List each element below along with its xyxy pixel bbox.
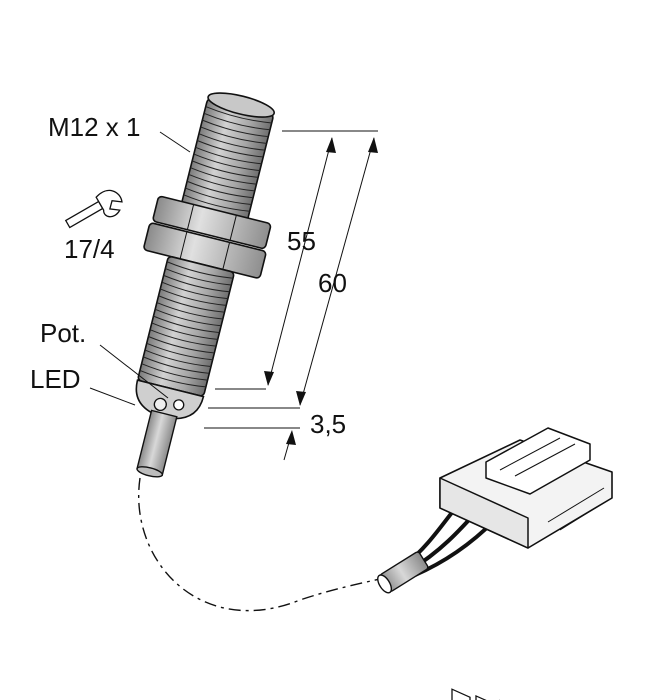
thread-ridge (188, 173, 255, 192)
dimension-lines (204, 130, 378, 461)
thread-ridge (198, 133, 265, 151)
thread-ridge (203, 112, 271, 131)
wrench-icon (64, 189, 123, 229)
thread-ridge (146, 342, 213, 361)
cable-stub (136, 409, 178, 476)
thread-ridge (186, 180, 254, 199)
leader-pot (99, 344, 169, 399)
thread-ridge (144, 349, 212, 368)
thread-ridge (193, 153, 260, 172)
dimension-60-label: 60 (318, 268, 347, 298)
pot-label: Pot. (40, 318, 86, 348)
thread-ridge (205, 106, 272, 124)
connector-plug (377, 427, 613, 700)
thread-ridge (200, 126, 267, 144)
thread-ridge (190, 167, 257, 185)
thread-ridge (160, 288, 227, 306)
threads-upper (181, 106, 272, 219)
thread-ridge (139, 369, 206, 388)
thread-ridge (151, 322, 218, 340)
thread-ridge (185, 187, 252, 205)
cable-dashed (138, 477, 396, 612)
hex-nut-upper (152, 195, 272, 250)
thread-ridge (165, 268, 232, 286)
thread-ridge (197, 140, 264, 158)
thread-ridge (158, 295, 225, 313)
thread-ridge (195, 146, 262, 165)
thread-ridge (149, 329, 217, 347)
thread-ridge (154, 308, 222, 327)
thread-ridge (161, 281, 228, 300)
potentiometer-dot (173, 399, 185, 411)
thread-label: M12 x 1 (48, 112, 141, 142)
thread-ridge (153, 315, 220, 334)
leader-led (89, 387, 136, 406)
wrench-size-label: 17/4 (64, 234, 115, 264)
thread-ridge (156, 302, 223, 320)
led-dot (153, 397, 167, 412)
dimension-3-5-label: 3,5 (310, 409, 346, 439)
thread-ridge (202, 119, 269, 138)
thread-ridge (183, 194, 250, 212)
leader-thread (159, 131, 191, 153)
thread-ridge (191, 160, 259, 178)
thread-ridge (166, 261, 234, 279)
threads-lower (139, 261, 234, 388)
sensor-body (135, 92, 275, 478)
led-label: LED (30, 364, 81, 394)
thread-ridge (143, 356, 210, 374)
dimension-55-label: 55 (287, 226, 316, 256)
thread-ridge (163, 274, 230, 293)
thread-ridge (148, 336, 215, 354)
thread-ridge (141, 363, 208, 381)
